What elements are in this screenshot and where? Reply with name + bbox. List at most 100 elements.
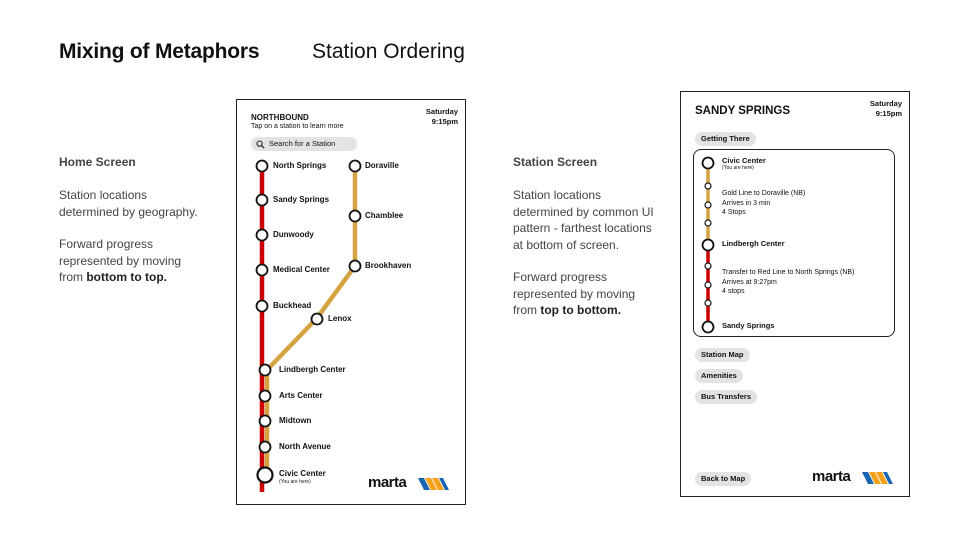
station-label-doraville[interactable]: Doraville	[365, 161, 399, 170]
station-label-north-springs[interactable]: North Springs	[273, 161, 327, 170]
amenities-button[interactable]: Amenities	[695, 369, 743, 383]
station-label-lindbergh-center[interactable]: Lindbergh Center	[279, 365, 346, 374]
red-stations	[255, 159, 269, 313]
station-marker-brookhaven[interactable]	[348, 259, 362, 273]
emphasis-text: bottom to top.	[86, 270, 167, 284]
you-are-here-note: (You are here)	[279, 479, 311, 485]
text-fragment: from	[513, 303, 541, 317]
leg2-stops: 4 stops	[722, 288, 745, 295]
logo-wordmark: marta	[368, 474, 407, 491]
time-label: 9:15pm	[875, 109, 902, 118]
marta-logo: marta	[368, 474, 452, 494]
time-label: 9:15pm	[431, 117, 458, 126]
search-placeholder: Search for a Station	[269, 139, 336, 148]
station-label-civic-center[interactable]: Civic Center	[279, 469, 326, 478]
direction-label: NORTHBOUND	[251, 113, 309, 122]
page-title: Mixing of Metaphors	[59, 40, 260, 63]
stop-dot	[704, 262, 712, 270]
station-marker-midtown[interactable]	[258, 414, 272, 428]
station-description-2: Forward progress represented by moving f…	[513, 269, 635, 319]
transfer-label: Lindbergh Center	[722, 239, 785, 248]
text-line: Forward progress	[59, 237, 154, 251]
text-line: Station locations	[513, 188, 602, 202]
shared-stations	[256, 363, 274, 484]
text-line: represented by moving	[59, 253, 182, 268]
home-screen-mockup: NORTHBOUND Tap on a station to learn mor…	[236, 99, 466, 505]
station-marker-lenox[interactable]	[310, 312, 324, 326]
station-marker-arts-center[interactable]	[258, 389, 272, 403]
datetime: Saturday 9:15pm	[426, 107, 458, 127]
station-description-1: Station locations determined by common U…	[513, 187, 654, 253]
home-description-2: Forward progress represented by moving f…	[59, 236, 181, 286]
text-fragment: from	[59, 270, 87, 284]
text-line: represented by moving	[513, 286, 636, 301]
station-label-dunwoody[interactable]: Dunwoody	[273, 230, 314, 239]
text-line: at bottom of screen.	[513, 237, 620, 252]
day-label: Saturday	[425, 107, 458, 116]
search-icon	[256, 140, 265, 149]
station-marker-sandy-springs[interactable]	[255, 193, 269, 207]
text-line: from bottom to top.	[59, 269, 181, 286]
stop-dot	[704, 299, 712, 307]
leg1-details: Gold Line to Doraville (NB) Arrives in 3…	[722, 189, 805, 218]
station-marker-medical-center[interactable]	[255, 263, 269, 277]
station-marker-buckhead[interactable]	[255, 299, 269, 313]
destination-label: Sandy Springs	[722, 321, 775, 330]
day-label: Saturday	[869, 99, 902, 108]
origin-marker	[701, 156, 715, 170]
text-line: determined by geography.	[59, 204, 198, 219]
text-line: from top to bottom.	[513, 302, 635, 319]
marta-stripes-icon	[862, 472, 893, 484]
station-marker-civic-center[interactable]	[256, 466, 274, 484]
stop-dot	[704, 182, 712, 190]
station-label-medical-center[interactable]: Medical Center	[273, 265, 330, 274]
stop-dot	[704, 201, 712, 209]
logo-wordmark: marta	[812, 468, 851, 485]
station-marker-north-avenue[interactable]	[258, 440, 272, 454]
transfer-marker	[701, 238, 715, 252]
station-label-midtown[interactable]: Midtown	[279, 416, 312, 425]
search-input[interactable]: Search for a Station	[251, 137, 357, 151]
station-label-lenox[interactable]: Lenox	[328, 314, 352, 323]
bus-transfers-button[interactable]: Bus Transfers	[695, 390, 758, 404]
station-label-sandy-springs[interactable]: Sandy Springs	[273, 195, 330, 204]
instruction-text: Tap on a station to learn more	[251, 123, 344, 130]
home-description-1: Station locations determined by geograph…	[59, 187, 198, 220]
station-label-arts-center[interactable]: Arts Center	[279, 391, 323, 400]
station-label-chamblee[interactable]: Chamblee	[365, 211, 404, 220]
destination-marker	[701, 320, 715, 334]
datetime: Saturday 9:15pm	[870, 99, 902, 119]
marta-stripes-icon	[418, 478, 449, 490]
station-marker-north-springs[interactable]	[255, 159, 269, 173]
route-card: Civic Center (You are here) Gold Line to…	[693, 149, 895, 337]
text-line: determined by common UI	[513, 204, 654, 219]
marta-logo: marta	[812, 468, 896, 488]
station-screen-mockup: SANDY SPRINGS Saturday 9:15pm Getting Th…	[680, 91, 910, 497]
leg2-arrival: Arrives at 9:27pm	[722, 278, 777, 286]
leg1-line: Gold Line to Doraville (NB)	[722, 190, 806, 197]
station-title: SANDY SPRINGS	[695, 105, 791, 117]
getting-there-button[interactable]: Getting There	[695, 132, 756, 146]
station-marker-dunwoody[interactable]	[255, 228, 269, 242]
text-line: pattern - farthest locations	[513, 221, 652, 235]
station-label-north-avenue[interactable]: North Avenue	[279, 442, 331, 451]
station-marker-lindbergh-center[interactable]	[258, 363, 272, 377]
leg1-arrival: Arrives in 3 min	[722, 199, 771, 207]
stop-dot	[704, 281, 712, 289]
stop-dot	[704, 219, 712, 227]
station-marker-doraville[interactable]	[348, 159, 362, 173]
you-are-here-note: (You are here)	[722, 165, 754, 171]
leg2-line: Transfer to Red Line to North Springs (N…	[722, 269, 855, 276]
route-diagram	[701, 156, 715, 334]
leg2-details: Transfer to Red Line to North Springs (N…	[722, 268, 854, 297]
station-map-button[interactable]: Station Map	[695, 348, 750, 362]
emphasis-text: top to bottom.	[540, 303, 621, 317]
leg1-stops: 4 Stops	[722, 209, 746, 216]
station-heading: Station Screen	[513, 155, 598, 169]
station-label-brookhaven[interactable]: Brookhaven	[365, 261, 412, 270]
origin-label: Civic Center	[722, 156, 766, 165]
station-label-buckhead[interactable]: Buckhead	[273, 301, 312, 310]
back-to-map-button[interactable]: Back to Map	[695, 472, 752, 486]
station-marker-chamblee[interactable]	[348, 209, 362, 223]
text-line: Station locations	[59, 188, 148, 202]
